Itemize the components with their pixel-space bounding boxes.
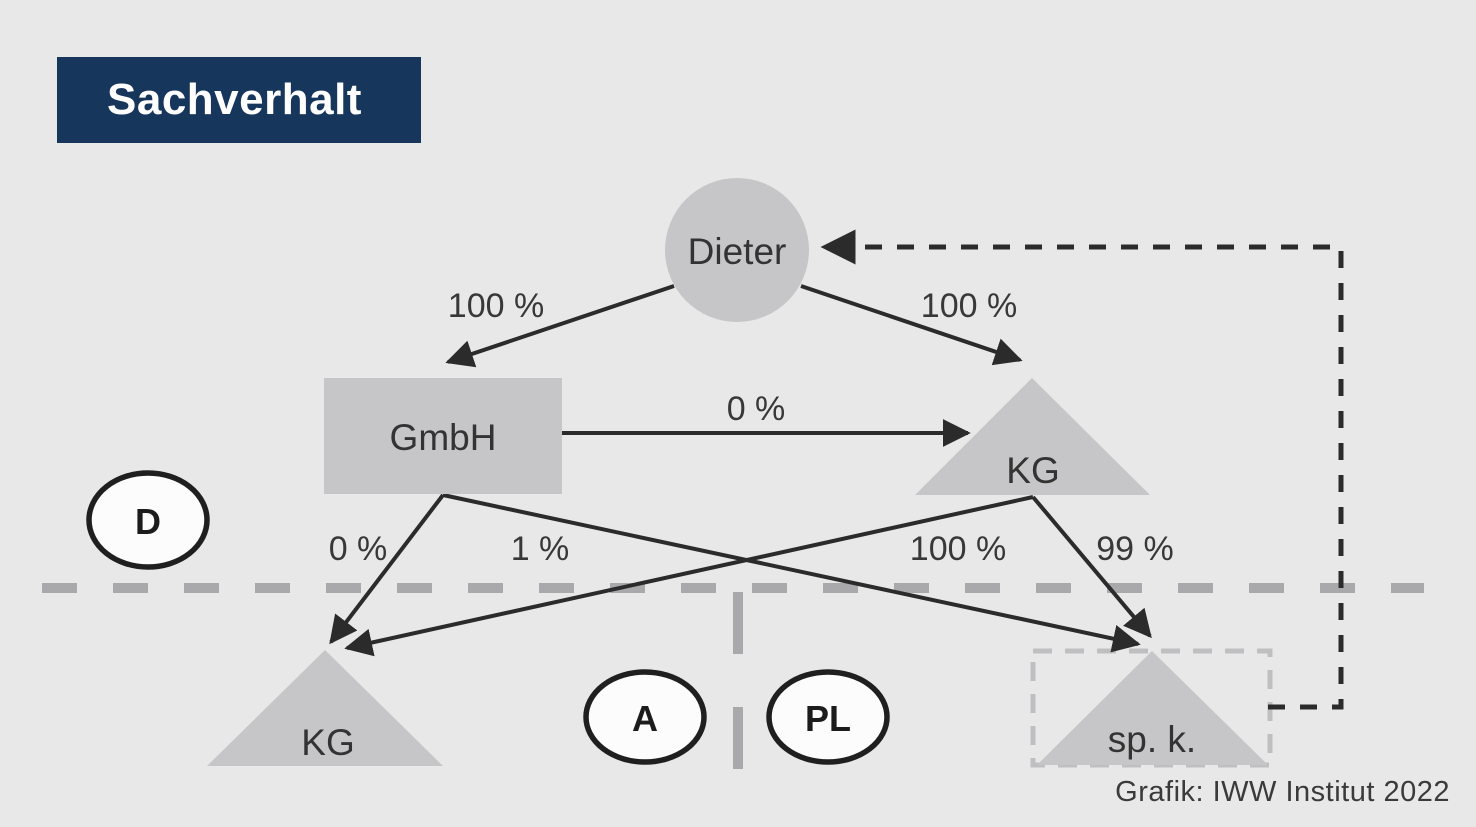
country-badge-d xyxy=(86,470,210,570)
title-box: Sachverhalt xyxy=(57,57,421,143)
edge-label-gmbh-kg-top: 0 % xyxy=(727,390,786,428)
feedback-dashed-arrow xyxy=(820,229,1344,710)
edge-gmbh-kg-bottom xyxy=(329,493,445,645)
dieter-node xyxy=(665,178,809,322)
country-label-a: A xyxy=(632,698,658,739)
country-label-pl: PL xyxy=(805,698,851,739)
spk-node xyxy=(1037,651,1268,765)
kg-bottom-label: KG xyxy=(301,722,354,763)
kg-bottom-node xyxy=(207,650,443,766)
kg-top-label: KG xyxy=(1006,450,1059,491)
country-label-d: D xyxy=(135,501,161,542)
edge-label-gmbh-spk: 100 % xyxy=(910,530,1006,568)
edge-label-dieter-gmbh: 100 % xyxy=(448,287,544,325)
kg-top-node xyxy=(915,378,1150,495)
edge-gmbh-spk xyxy=(442,493,1141,653)
edge-label-gmbh-kg-bottom: 0 % xyxy=(329,530,388,568)
country-badge-pl xyxy=(766,669,890,765)
edge-kg-top-kg-bottom xyxy=(344,495,1034,657)
edge-dieter-gmbh xyxy=(445,284,675,368)
edge-kg-top-spk xyxy=(1031,495,1152,639)
spk-label: sp. k. xyxy=(1108,719,1196,760)
gmbh-label: GmbH xyxy=(390,417,497,458)
edge-label-kg-top-kg-bottom: 1 % xyxy=(511,530,570,568)
edge-dieter-kg-top xyxy=(800,284,1023,366)
gmbh-node xyxy=(324,378,562,494)
edge-label-dieter-kg-top: 100 % xyxy=(921,287,1017,325)
page-title: Sachverhalt xyxy=(107,75,362,124)
edge-label-kg-top-spk: 99 % xyxy=(1096,530,1174,568)
caption: Grafik: IWW Institut 2022 xyxy=(1115,776,1450,808)
country-badge-a xyxy=(583,669,707,765)
dieter-label: Dieter xyxy=(688,231,787,272)
